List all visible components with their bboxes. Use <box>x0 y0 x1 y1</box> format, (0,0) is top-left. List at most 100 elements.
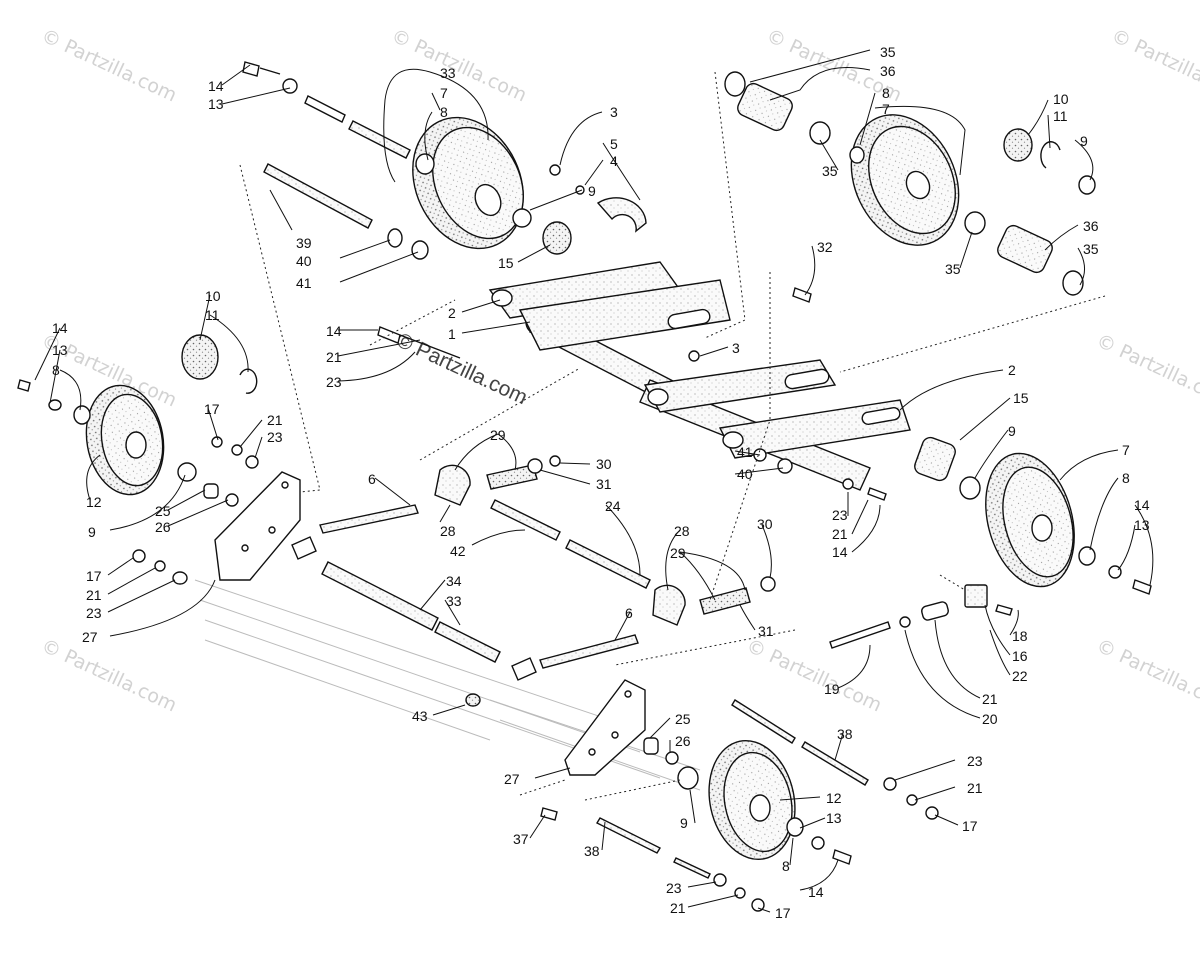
callout-number: 26 <box>155 519 171 535</box>
callout-number: 15 <box>1013 390 1029 406</box>
callout-number: 25 <box>155 503 171 519</box>
callout-number: 28 <box>674 523 690 539</box>
callout-number: 13 <box>826 810 842 826</box>
callout-number: 13 <box>1134 517 1150 533</box>
callout-number: 2 <box>1008 362 1016 378</box>
callout-number: 8 <box>52 362 60 378</box>
callout-number: 31 <box>596 476 612 492</box>
callout-number: 14 <box>326 323 342 339</box>
idler-wheel-right <box>985 452 1075 588</box>
callout-number: 40 <box>737 466 753 482</box>
callout-number: 14 <box>208 78 224 94</box>
callout-number: 3 <box>610 104 618 120</box>
callout-number: 1 <box>448 326 456 342</box>
callout-number: 11 <box>1053 108 1068 124</box>
callout-number: 15 <box>498 255 514 271</box>
callout-number: 17 <box>775 905 791 921</box>
callout-number: 24 <box>605 498 621 514</box>
callout-number: 17 <box>962 818 978 834</box>
watermark: © Partzilla.com <box>388 25 530 107</box>
idler-wheel-left <box>85 384 165 496</box>
callout-number: 42 <box>450 543 466 559</box>
callout-number: 35 <box>880 44 896 60</box>
callout-number: 29 <box>490 427 506 443</box>
callout-number: 10 <box>1053 91 1069 107</box>
callout-number: 13 <box>52 342 68 358</box>
callout-number: 14 <box>832 544 848 560</box>
callout-number: 33 <box>446 593 462 609</box>
small-parts <box>17 61 1152 912</box>
callout-number: 27 <box>504 771 520 787</box>
callout-number: 23 <box>86 605 102 621</box>
idler-wheel-top-right <box>850 114 960 246</box>
callout-number: 37 <box>513 831 529 847</box>
callout-number: 2 <box>448 305 456 321</box>
callout-number: 30 <box>757 516 773 532</box>
assembly-lines <box>239 71 1106 801</box>
callout-number: 10 <box>205 288 221 304</box>
callout-number: 33 <box>440 65 456 81</box>
callout-number: 25 <box>675 711 691 727</box>
callout-number: 35 <box>822 163 838 179</box>
callout-number: 23 <box>326 374 342 390</box>
callout-number: 43 <box>412 708 428 724</box>
callout-number: 7 <box>440 85 448 101</box>
callout-number: 14 <box>52 320 68 336</box>
callout-number: 12 <box>826 790 842 806</box>
callout-number: 9 <box>680 815 688 831</box>
callout-number: 9 <box>1080 133 1088 149</box>
callout-number: 39 <box>296 235 312 251</box>
callout-number: 12 <box>86 494 102 510</box>
callout-number: 9 <box>1008 423 1016 439</box>
callout-number: 32 <box>817 239 833 255</box>
callout-number: 28 <box>440 523 456 539</box>
callout-number: 21 <box>267 412 283 428</box>
callout-number: 35 <box>945 261 961 277</box>
callout-number: 31 <box>758 623 774 639</box>
callout-number: 8 <box>782 858 790 874</box>
callout-number: 6 <box>625 605 633 621</box>
idler-wheel-bottom <box>708 739 796 861</box>
rods <box>263 95 891 879</box>
callout-number: 7 <box>882 101 890 117</box>
watermark: © Partzilla.com <box>38 635 180 717</box>
callout-number: 7 <box>1122 442 1130 458</box>
callout-number: 41 <box>296 275 312 291</box>
callout-number: 21 <box>967 780 983 796</box>
callout-number: 11 <box>205 307 220 323</box>
callout-number: 23 <box>666 880 682 896</box>
callout-number: 20 <box>982 711 998 727</box>
callout-number: 21 <box>326 349 342 365</box>
callout-number: 35 <box>1083 241 1099 257</box>
callout-number: 23 <box>832 507 848 523</box>
callout-number: 36 <box>1083 218 1099 234</box>
callout-number: 21 <box>982 691 998 707</box>
callout-number: 27 <box>82 629 98 645</box>
callout-number: 38 <box>837 726 853 742</box>
callout-number: 23 <box>967 753 983 769</box>
callout-number: 21 <box>832 526 848 542</box>
upper-arm-plate-right <box>643 359 911 459</box>
callout-number: 14 <box>808 884 824 900</box>
watermark: © Partzilla.com <box>38 25 180 107</box>
callout-number: 34 <box>446 573 462 589</box>
watermark: © Partzilla.com <box>743 635 885 717</box>
callout-number: 6 <box>368 471 376 487</box>
callout-number: 19 <box>824 681 840 697</box>
callout-number: 9 <box>88 524 96 540</box>
idler-wheel-top-left <box>412 116 524 250</box>
callout-number: 22 <box>1012 668 1028 684</box>
callout-number: 5 <box>610 136 618 152</box>
callout-number: 9 <box>588 183 596 199</box>
callout-number: 21 <box>670 900 686 916</box>
watermark: © Partzilla.com <box>1093 330 1200 412</box>
watermark: © Partzilla.com <box>1108 25 1200 107</box>
callout-number: 17 <box>86 568 102 584</box>
callout-number: 8 <box>440 104 448 120</box>
callout-number: 30 <box>596 456 612 472</box>
callout-number: 8 <box>882 85 890 101</box>
callout-number: 8 <box>1122 470 1130 486</box>
